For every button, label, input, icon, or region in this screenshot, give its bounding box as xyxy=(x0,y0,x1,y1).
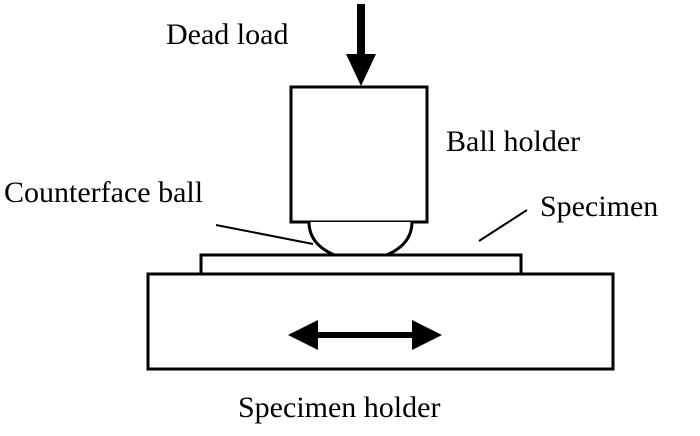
specimen-plate xyxy=(199,253,523,276)
specimen-label: Specimen xyxy=(540,190,659,223)
specimen-leader xyxy=(478,209,528,242)
counterface-ball-label: Counterface ball xyxy=(4,176,204,209)
ball-holder-block xyxy=(289,85,429,224)
ball-holder-label: Ball holder xyxy=(446,125,581,158)
dead-load-label: Dead load xyxy=(166,18,289,51)
reciprocating-motion-arrow xyxy=(288,320,442,350)
counterface-ball-leader xyxy=(215,224,314,245)
dead-load-arrow xyxy=(346,4,376,86)
specimen-holder-label: Specimen holder xyxy=(238,391,441,424)
specimen-holder-block xyxy=(146,272,615,371)
